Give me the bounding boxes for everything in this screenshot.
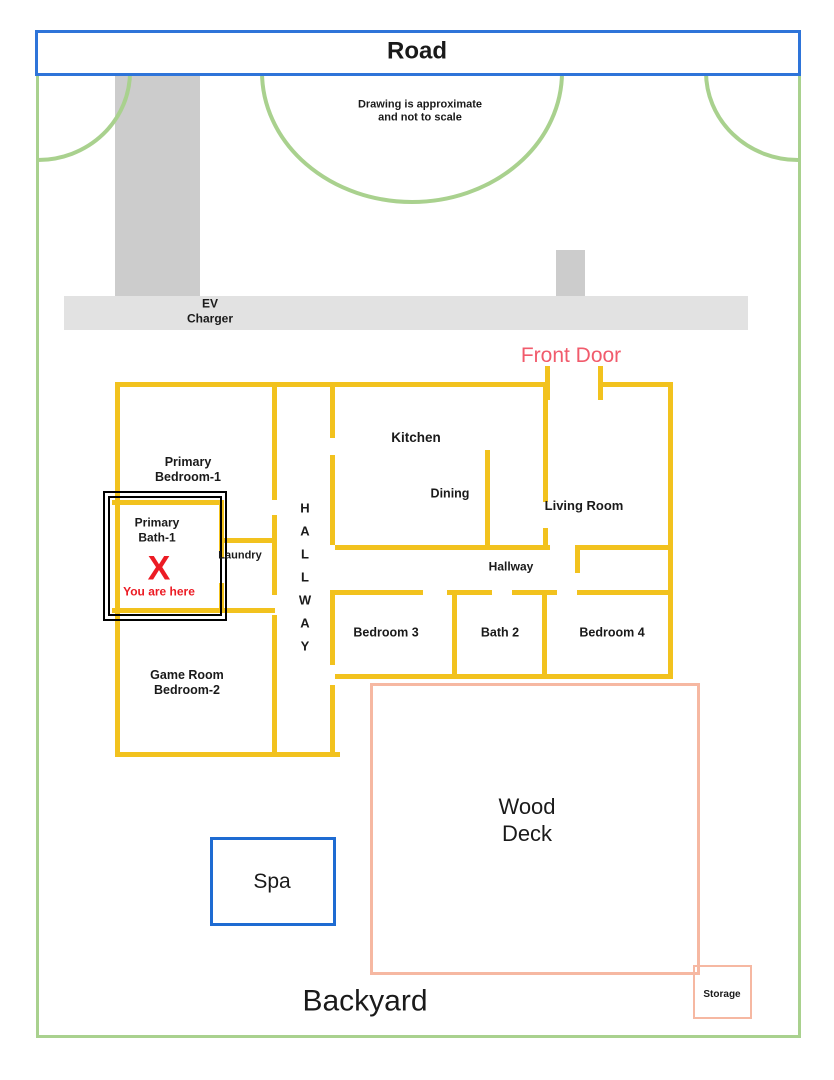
backyard-label: Backyard xyxy=(302,984,428,1018)
room-label-game-room: Game Room Bedroom-2 xyxy=(150,667,224,697)
wall xyxy=(335,674,673,679)
wall xyxy=(272,515,277,595)
wall xyxy=(542,590,547,679)
storage-label: Storage xyxy=(703,988,741,1000)
wall xyxy=(512,590,557,595)
room-label-dining: Dining xyxy=(430,486,470,501)
spa-box xyxy=(210,837,336,926)
wall xyxy=(224,538,275,543)
you-are-here-frame-inner xyxy=(108,496,222,616)
room-label-bedroom-4: Bedroom 4 xyxy=(579,625,645,640)
front-door-label: Front Door xyxy=(520,344,622,368)
wall xyxy=(112,608,275,613)
room-label-hallway: Hallway xyxy=(488,559,534,574)
wall xyxy=(668,382,673,679)
driveway-strip xyxy=(115,72,200,297)
wall xyxy=(335,590,423,595)
you-are-here-label: You are here xyxy=(123,584,195,599)
room-label-primary-bedroom-1: Primary Bedroom-1 xyxy=(155,454,221,484)
wood-deck-box xyxy=(370,683,700,975)
wall xyxy=(543,528,548,550)
wall xyxy=(330,590,335,665)
wall xyxy=(485,450,490,545)
road-box xyxy=(35,30,801,76)
wall xyxy=(600,382,673,387)
ev-charger-label: EV Charger xyxy=(186,296,233,325)
room-label-bedroom-3: Bedroom 3 xyxy=(353,625,419,640)
wall xyxy=(272,382,277,500)
wall xyxy=(577,590,668,595)
wall xyxy=(330,455,335,545)
wood-deck-label: Wood Deck xyxy=(498,794,556,846)
wall xyxy=(272,615,277,752)
room-label-bath-2: Bath 2 xyxy=(480,625,520,640)
wall xyxy=(543,387,548,502)
wall xyxy=(447,590,492,595)
wall xyxy=(575,545,668,550)
you-are-here-frame xyxy=(103,491,227,621)
front-porch-step xyxy=(556,250,585,296)
wall xyxy=(575,545,580,573)
wall xyxy=(330,382,335,438)
room-label-hallway-vertical: H A L L W A Y xyxy=(298,500,312,654)
wall xyxy=(452,590,457,679)
room-label-laundry: Laundry xyxy=(218,549,262,562)
spa-label: Spa xyxy=(253,870,291,894)
storage-box xyxy=(693,965,752,1019)
wall xyxy=(115,382,120,757)
front-door-jamb xyxy=(598,366,603,400)
room-label-kitchen: Kitchen xyxy=(391,429,441,445)
wall xyxy=(330,685,335,752)
room-label-living-room: Living Room xyxy=(544,498,624,514)
road-label: Road xyxy=(387,37,447,65)
driveway-band xyxy=(64,296,748,330)
scale-note: Drawing is approximate and not to scale xyxy=(357,98,483,124)
front-door-jamb xyxy=(545,366,550,400)
wall xyxy=(335,545,550,550)
you-are-here-marker-x: X xyxy=(147,549,171,588)
wall xyxy=(112,500,224,505)
wall xyxy=(115,752,340,757)
room-label-primary-bath-1: Primary Bath-1 xyxy=(134,515,180,544)
